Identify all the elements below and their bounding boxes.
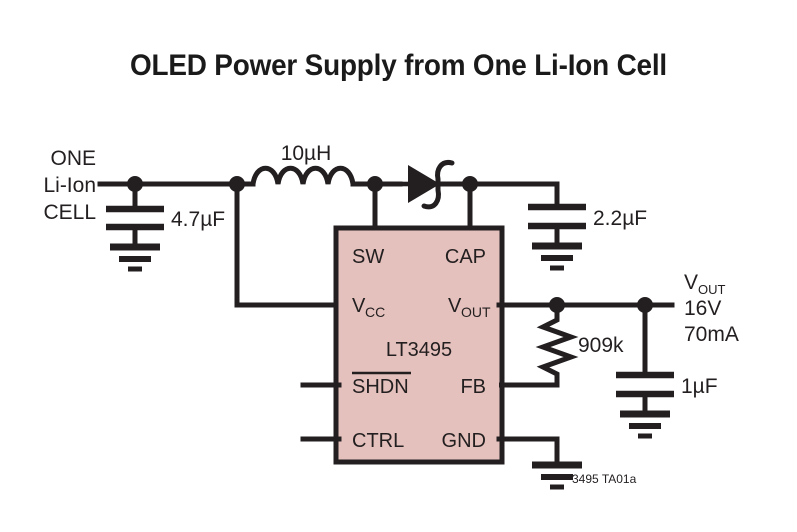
ic-pin-label-vout-sub: OUT	[461, 304, 491, 320]
ground-symbol-ic	[532, 461, 582, 490]
inductor-coil	[250, 165, 356, 187]
source-label-line1: ONE	[50, 147, 96, 170]
figure-title: OLED Power Supply from One Li-Ion Cell	[129, 49, 668, 82]
svg-text:SHDN: SHDN	[352, 376, 409, 398]
ic-pin-label-cap: CAP	[445, 246, 486, 268]
ic-pin-label-vcc-sub: CC	[365, 304, 385, 320]
figure-credit: 3495 TA01a	[572, 472, 637, 486]
capacitor-input	[106, 205, 164, 231]
resistor-feedback	[499, 305, 579, 388]
output-label-vout-main: V	[684, 271, 698, 294]
ic-pin-label-gnd: GND	[442, 430, 486, 452]
wire-gnd-pin	[496, 436, 560, 466]
inductor-value: 10µH	[281, 142, 332, 165]
ic-pin-label-vcc: V CC	[352, 295, 385, 320]
capacitor-output	[616, 371, 674, 398]
ic-part-number: LT3495	[386, 339, 452, 361]
source-label-line3: CELL	[43, 201, 96, 224]
feedback-resistor-value: 909k	[578, 334, 624, 357]
capacitor-cap-pin	[528, 203, 586, 230]
ic-pin-label-vcc-main: V	[352, 295, 366, 317]
source-label-line2: Li-Ion	[43, 174, 96, 197]
ic-pin-label-vout: V OUT	[448, 295, 491, 320]
output-label-vout-sub: OUT	[698, 282, 726, 297]
output-label-voltage: 16V	[684, 297, 721, 320]
ground-symbol-cap-pin	[532, 242, 582, 271]
wire-vcc-feed	[234, 181, 342, 308]
ic-body-lt3495	[333, 225, 505, 465]
ground-symbol-input	[110, 243, 160, 272]
wire-to-cap-capacitor	[497, 181, 560, 207]
input-cap-value: 4.7µF	[171, 208, 225, 231]
ground-symbol-output	[620, 410, 670, 439]
cap-pin-capacitor-value: 2.2µF	[593, 207, 647, 230]
ic-pin-label-shdn: SHDN	[352, 371, 411, 398]
ic-pin-label-ctrl: CTRL	[352, 430, 404, 452]
ic-pin-label-fb: FB	[460, 376, 486, 398]
ic-pin-label-sw: SW	[352, 246, 384, 268]
output-cap-value: 1µF	[681, 375, 718, 398]
ic-pin-label-vout-main: V	[448, 295, 462, 317]
output-label-current: 70mA	[684, 323, 739, 346]
output-label-vout: V OUT	[684, 271, 726, 297]
